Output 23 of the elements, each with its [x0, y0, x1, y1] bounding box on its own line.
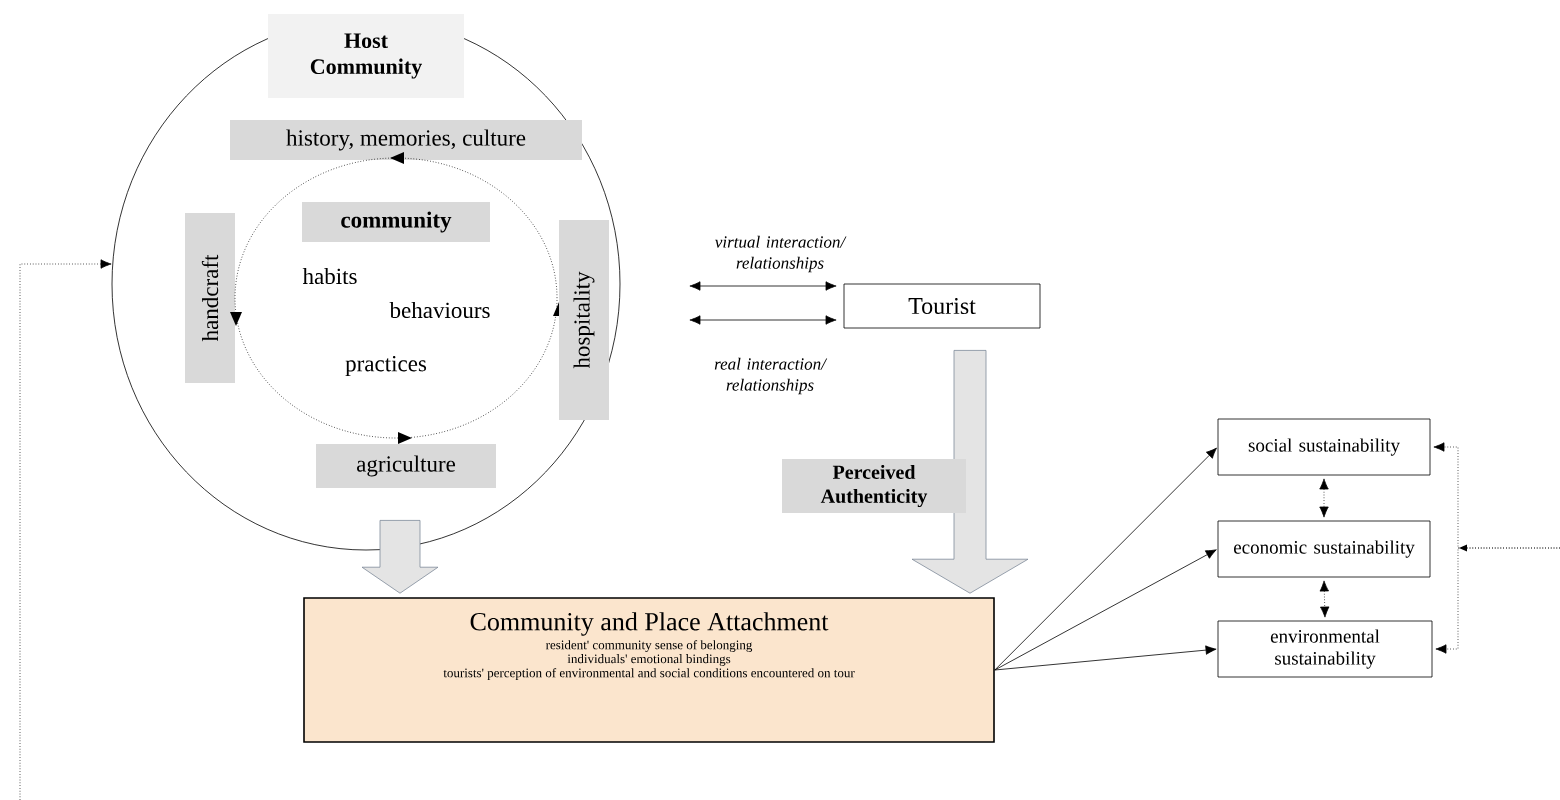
arrow [994, 447, 1217, 671]
process-box: environmental sustainability [1217, 620, 1433, 678]
label-box: agriculture [316, 444, 496, 488]
arrow [1435, 547, 1560, 654]
heading-box: Host Community [268, 14, 464, 98]
edge-label: Perceived Authenticity [782, 459, 966, 513]
process-box: Tourist [843, 283, 1041, 329]
arrow [994, 645, 1217, 671]
arrow [1319, 580, 1330, 618]
arrow [1319, 478, 1329, 518]
arrow [19, 259, 112, 800]
label-box: hospitality [559, 220, 609, 420]
edge-label: virtual interaction/ relationships [715, 235, 847, 273]
process-box: social sustainability [1217, 418, 1431, 476]
arrow [689, 315, 837, 325]
block-arrow [361, 520, 439, 594]
process-box: economic sustainability [1217, 520, 1431, 578]
edge-label: real interaction/ relationships [714, 357, 828, 395]
arrow [689, 281, 837, 291]
label-box: handcraft [185, 213, 235, 383]
block-arrow [911, 350, 1029, 594]
arrow [994, 549, 1217, 671]
label-box: history, memories, culture [230, 120, 582, 160]
